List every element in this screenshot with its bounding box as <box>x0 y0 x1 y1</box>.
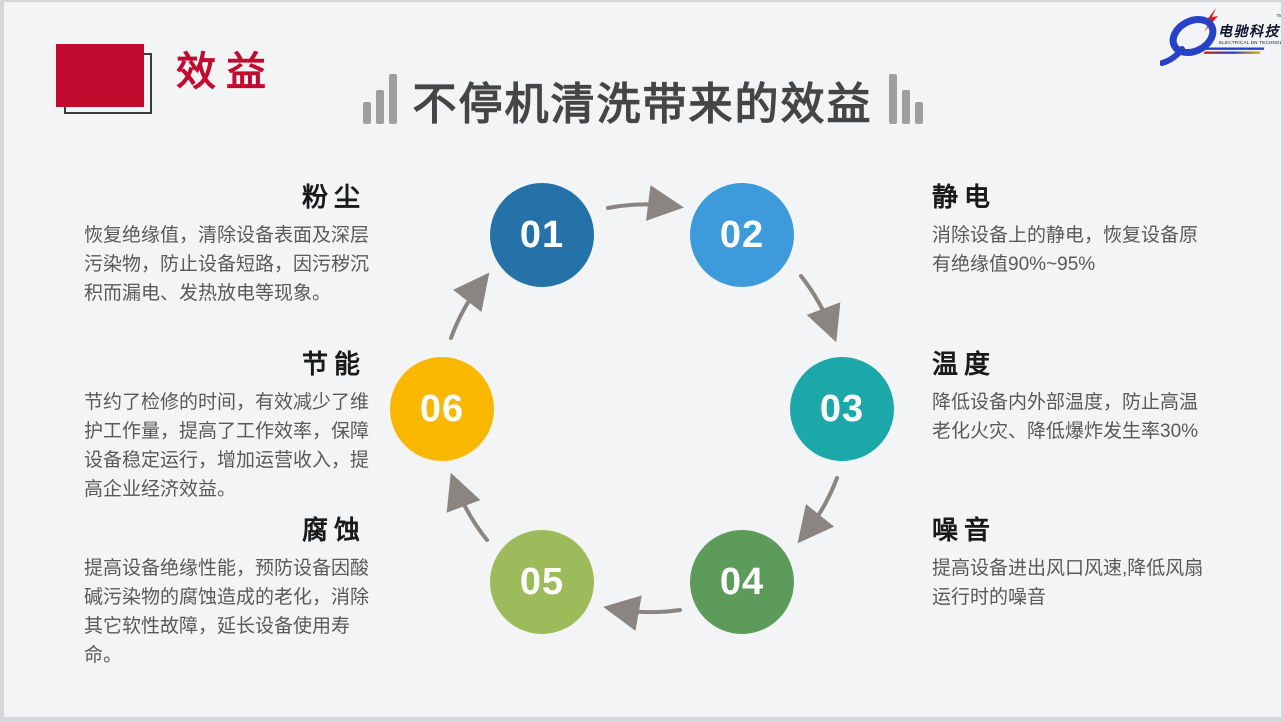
benefit-block-dust: 粉尘 恢复绝缘值，清除设备表面及深层污染物，防止设备短路，因污秽沉积而漏电、发热… <box>84 182 380 308</box>
cycle-step-02: 02 <box>690 183 794 287</box>
title-row: 不停机清洗带来的效益 <box>4 74 1281 131</box>
benefit-body-corrosion: 提高设备绝缘性能，预防设备因酸碱污染物的腐蚀造成的老化，消除其它软性故障，延长设… <box>84 558 370 667</box>
benefit-body-noise: 提高设备进出风口风速,降低风扇运行时的噪音 <box>932 558 1204 609</box>
logo-brand-text: 电驰科技 <box>1218 23 1280 39</box>
benefit-title-energy: 节能 <box>301 349 366 379</box>
benefit-body-energy: 节约了检修的时间，有效减少了维护工作量，提高了工作效率，保障设备稳定运行，增加运… <box>84 392 370 501</box>
cycle-arrow-06-01 <box>449 272 490 340</box>
benefit-block-temperature: 温度 降低设备内外部温度，防止高温老化火灾、降低爆炸发生率30% <box>932 349 1216 446</box>
section-title: 效益 <box>176 50 276 94</box>
benefit-title-temperature: 温度 <box>932 349 997 379</box>
benefit-body-static: 消除设备上的静电，恢复设备原有绝缘值90%~95% <box>932 225 1199 276</box>
benefit-title-noise: 噪音 <box>932 515 997 545</box>
benefit-block-energy: 节能 节约了检修的时间，有效减少了维护工作量，提高了工作效率，保障设备稳定运行，… <box>84 349 380 504</box>
cycle-arrow-01-02 <box>606 185 684 221</box>
company-logo: 电驰科技 ™ ELECTRICAL DN TECHNOLOGY <box>1160 8 1281 66</box>
swoosh-tail-icon <box>1160 46 1185 66</box>
cycle-step-04: 04 <box>690 530 794 634</box>
cycle-arrow-04-05 <box>603 595 682 631</box>
cycle-arrow-02-03 <box>799 274 841 343</box>
benefit-block-static: 静电 消除设备上的静电，恢复设备原有绝缘值90%~95% <box>932 182 1216 279</box>
swoosh-d-icon <box>1169 15 1217 57</box>
equalizer-bars-right-icon <box>888 74 923 131</box>
benefit-body-temperature: 降低设备内外部温度，防止高温老化火灾、降低爆炸发生率30% <box>932 392 1199 443</box>
benefit-block-corrosion: 腐蚀 提高设备绝缘性能，预防设备因酸碱污染物的腐蚀造成的老化，消除其它软性故障，… <box>84 515 380 670</box>
benefit-title-static: 静电 <box>932 182 997 212</box>
logo-subtitle-text: ELECTRICAL DN TECHNOLOGY <box>1219 40 1281 45</box>
cycle-step-06: 06 <box>390 357 494 461</box>
section-tag-block <box>56 44 144 107</box>
benefit-body-dust: 恢复绝缘值，清除设备表面及深层污染物，防止设备短路，因污秽沉积而漏电、发热放电等… <box>84 225 370 305</box>
swoosh-d-lightning-icon <box>1160 8 1218 66</box>
benefit-block-noise: 噪音 提高设备进出风口风速,降低风扇运行时的噪音 <box>932 515 1216 612</box>
benefit-title-corrosion: 腐蚀 <box>301 515 366 545</box>
equalizer-bars-left-icon <box>362 74 397 131</box>
cycle-step-01: 01 <box>490 183 594 287</box>
benefit-title-dust: 粉尘 <box>301 182 366 212</box>
page-title: 不停机清洗带来的效益 <box>412 80 873 130</box>
logo-stripe-multicolor <box>1203 51 1261 54</box>
cycle-arrow-03-04 <box>797 476 839 544</box>
slide: 效益 不停机清洗带来的效益 电驰科技 ™ ELECTRICAL DN TECHN… <box>4 2 1281 717</box>
cycle-step-03: 03 <box>790 357 894 461</box>
cycle-arrow-05-06 <box>446 472 489 542</box>
cycle-step-05: 05 <box>490 530 594 634</box>
logo-stripe-blue <box>1205 47 1265 50</box>
logo-trademark: ™ <box>1276 14 1281 21</box>
